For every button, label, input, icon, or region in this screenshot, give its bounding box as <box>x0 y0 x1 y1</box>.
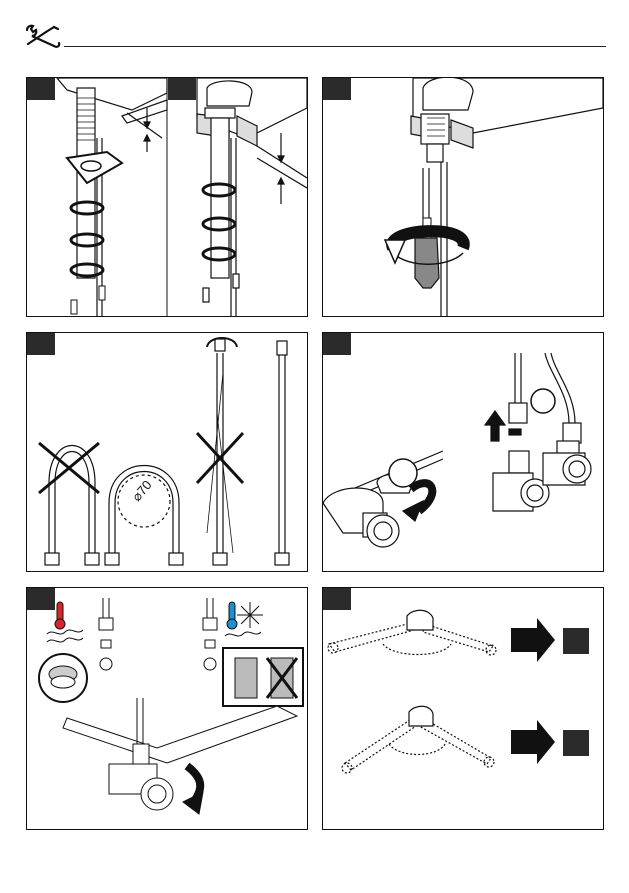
step-3-tag <box>27 333 55 355</box>
step-5-tag <box>27 588 55 610</box>
step-4-tag <box>323 333 351 355</box>
step-4-panel <box>322 332 604 572</box>
next-step-box-upper <box>563 628 589 654</box>
hot-cold-hose-connection-icon <box>27 588 307 829</box>
step-2-panel <box>322 77 604 317</box>
spout-rotation-icon <box>323 588 603 829</box>
step-3-panel: ⌀70 <box>26 332 308 572</box>
hose-bending-icon <box>27 333 307 571</box>
step-6-panel <box>322 587 604 830</box>
step-2-tag <box>323 78 351 100</box>
wrench-screwdriver-icon <box>24 24 62 50</box>
header-rule <box>64 46 606 47</box>
step-1-panel <box>26 77 308 317</box>
step-6-tag <box>323 588 351 610</box>
step-1a-tag <box>27 78 55 100</box>
screwdriver-tighten-icon <box>323 78 603 316</box>
page-header <box>24 22 606 52</box>
step-5-panel <box>26 587 308 830</box>
angle-valve-connect-icon <box>323 333 603 571</box>
step-1b-tag <box>168 78 196 100</box>
nut-washer-assembly-icon <box>27 78 307 316</box>
next-step-box-lower <box>563 730 589 756</box>
